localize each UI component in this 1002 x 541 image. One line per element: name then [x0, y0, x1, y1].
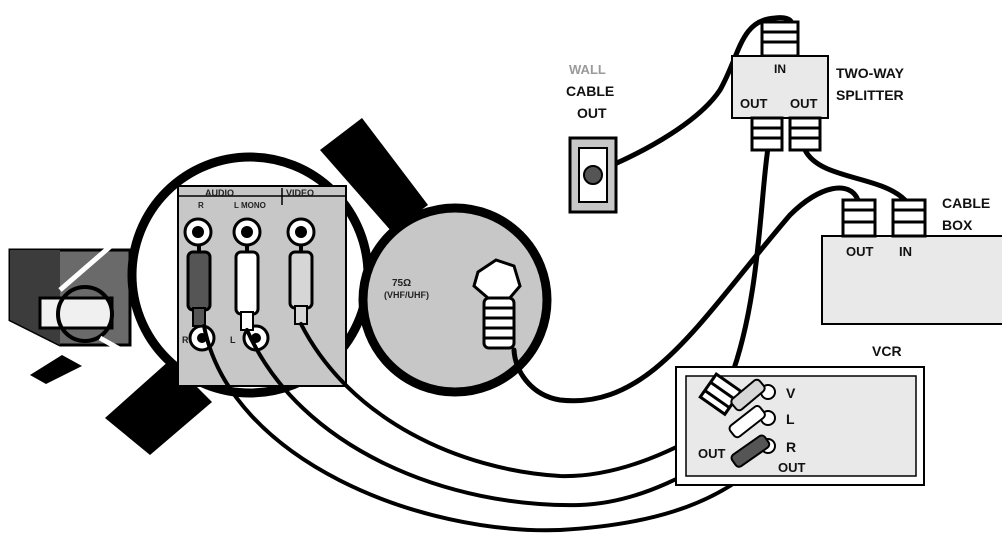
wall-coax-jack	[583, 165, 603, 185]
vcr-r-label: R	[786, 439, 796, 455]
wall-out-label: OUT	[577, 105, 607, 121]
vcr-l-label: L	[786, 411, 795, 427]
tv-video-label: VIDEO	[286, 188, 314, 198]
coax-jack-nut	[472, 258, 522, 302]
splitter-out-right-connector	[788, 116, 822, 152]
tv-jack-area	[38, 296, 114, 330]
jack-center	[241, 226, 253, 238]
pointer-bar-top	[320, 118, 428, 232]
tv-l-bottom-label: L	[230, 335, 236, 345]
tv-stand-left	[30, 355, 82, 384]
jack-center	[192, 226, 204, 238]
cable-cablebox-to-tv	[511, 185, 861, 404]
wall-outlet: WALL CABLE OUT	[566, 62, 618, 214]
tv-audio-label: AUDIO	[205, 188, 234, 198]
rca-plug-red	[186, 244, 212, 327]
splitter-out-left-connector	[750, 116, 784, 152]
coax-plug-tv	[482, 296, 516, 350]
vcr-label: VCR	[872, 343, 902, 359]
jack-center	[295, 226, 307, 238]
splitter-in-label: IN	[774, 62, 786, 76]
tv-r-top-label: R	[198, 201, 204, 210]
cable-box-out-label: OUT	[846, 244, 874, 259]
av-jack-magnifier: AUDIO VIDEO R L MONO R L	[127, 152, 373, 398]
wall-label: WALL	[569, 62, 606, 77]
zoom-line-top	[58, 210, 152, 292]
splitter-in-connector	[760, 20, 800, 58]
vcr: VCR V L R OUT OUT	[675, 343, 925, 486]
cable-box-cable-label: CABLE	[942, 195, 990, 211]
splitter-out-right-label: OUT	[790, 96, 818, 111]
tv-vhf-uhf-label: (VHF/UHF)	[384, 290, 429, 300]
cable-video	[299, 322, 732, 479]
cable-box-body	[821, 235, 1002, 325]
tv-r-bottom-label: R	[182, 335, 189, 345]
splitter-label: SPLITTER	[836, 87, 904, 103]
two-way-splitter: IN OUT OUT TWO-WAY SPLITTER	[731, 20, 905, 152]
cable-splitter-to-cablebox	[802, 147, 908, 203]
vcr-rca-plug-red	[730, 434, 771, 468]
vcr-out-right-label: OUT	[778, 460, 806, 475]
two-way-label: TWO-WAY	[836, 65, 905, 81]
cable-box-out-connector	[841, 198, 877, 238]
vcr-out-left-label: OUT	[698, 446, 726, 461]
cable-box-in-connector	[891, 198, 927, 238]
tv-set	[8, 210, 162, 384]
rca-plug-yellow	[288, 244, 314, 325]
cable-box-box-label: BOX	[942, 217, 973, 233]
cable-audio-r	[202, 324, 754, 533]
antenna-input-magnifier: 75Ω (VHF/UHF)	[358, 203, 552, 397]
tv-zoom-origin-circle	[56, 285, 114, 343]
cable-box-in-label: IN	[899, 244, 912, 259]
splitter-body	[731, 55, 829, 119]
vcr-rca-plug-yellow	[730, 378, 766, 412]
tv-75-ohm-label: 75Ω	[392, 278, 411, 289]
zoom-line-bottom	[98, 335, 162, 375]
splitter-out-left-label: OUT	[740, 96, 768, 111]
vcr-rca-plug-white	[728, 405, 766, 439]
rca-plug-white	[234, 244, 260, 331]
vcr-v-label: V	[786, 385, 796, 401]
wall-cable-label: CABLE	[566, 83, 614, 99]
tv-l-mono-label: L MONO	[234, 201, 266, 210]
cable-box: OUT IN CABLE BOX	[821, 195, 1002, 325]
